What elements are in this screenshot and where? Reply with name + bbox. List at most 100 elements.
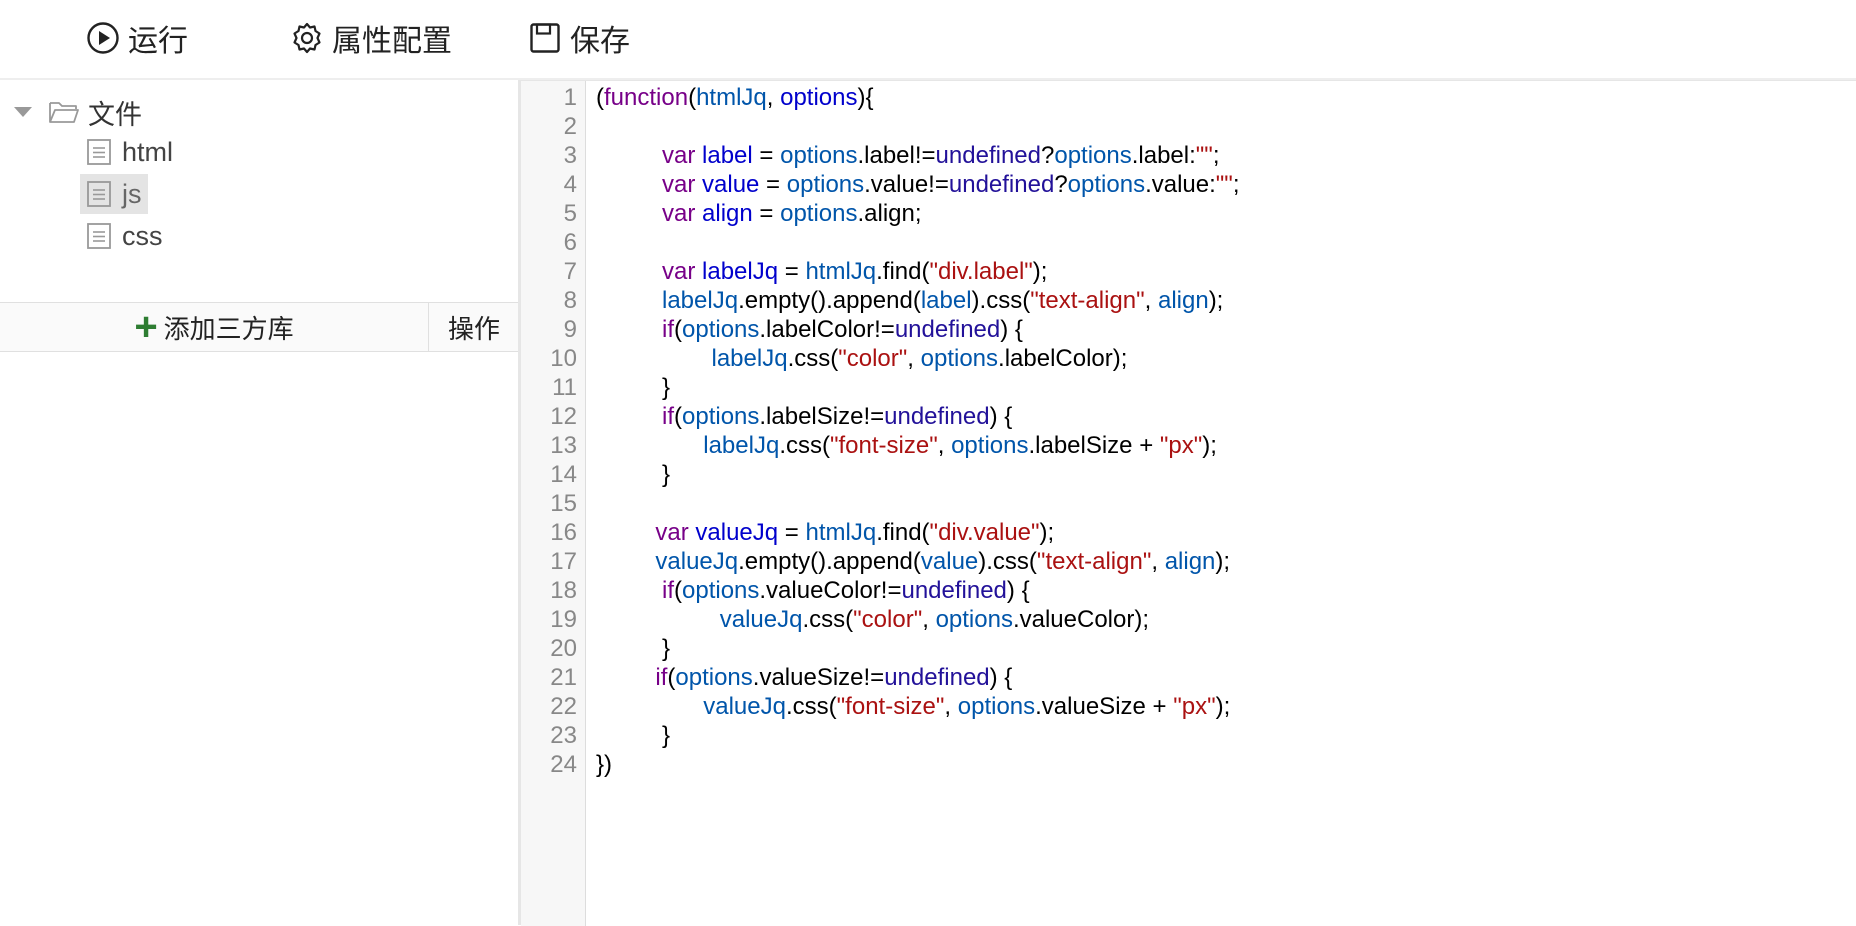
code-text: var labelJq = htmlJq.find("div.label"); [662, 255, 1047, 289]
code-token: valueJq [695, 519, 779, 546]
line-number: 14 [550, 461, 577, 488]
code-token: .label!= [857, 142, 936, 169]
code-token: options [1054, 142, 1132, 169]
code-text: valueJq.empty().append(value).css("text-… [655, 545, 1230, 579]
code-token: "text-align" [1036, 548, 1152, 575]
code-token: .align; [857, 200, 922, 227]
code-token: undefined [894, 316, 1001, 343]
code-text: }) [596, 748, 612, 782]
add-third-party-library-button[interactable]: + 添加三方库 [0, 303, 428, 351]
code-text: valueJq.css("font-size", options.valueSi… [703, 690, 1230, 724]
code-text: (function(htmlJq, options){ [596, 81, 874, 115]
code-token: } [662, 635, 671, 662]
code-text: labelJq.css("font-size", options.labelSi… [703, 429, 1217, 463]
code-token [695, 200, 702, 227]
line-number: 5 [563, 200, 577, 227]
code-token: , [944, 693, 958, 720]
add-library-label: 添加三方库 [163, 313, 294, 344]
code-token: "text-align" [1030, 287, 1145, 314]
code-token: ( [674, 403, 682, 430]
code-token: options [682, 316, 760, 343]
code-token: options [682, 577, 760, 604]
code-text: var align = options.align; [662, 197, 922, 231]
code-text: var value = options.value!=undefined?opt… [662, 168, 1240, 202]
code-token: "px" [1159, 432, 1203, 459]
tree-root-files[interactable]: 文件 [10, 92, 142, 132]
code-token: options [786, 171, 865, 198]
code-token: .empty().append( [738, 287, 921, 314]
save-button[interactable]: 保存 [528, 0, 630, 76]
line-number: 15 [550, 490, 577, 517]
line-number: 1 [563, 84, 577, 111]
code-token: ; [1212, 142, 1220, 169]
run-label: 运行 [128, 25, 188, 58]
code-token: , [1144, 287, 1158, 314]
code-token: "div.label" [929, 258, 1033, 285]
tree-file-label: js [122, 178, 142, 209]
code-token: ); [1032, 258, 1048, 285]
library-bar: + 添加三方库 操作 [0, 302, 518, 352]
properties-config-label: 属性配置 [332, 25, 452, 58]
run-button[interactable]: 运行 [86, 0, 188, 76]
folder-icon [48, 99, 80, 125]
code-token: "color" [853, 606, 923, 633]
code-token: "font-size" [836, 693, 945, 720]
line-number: 16 [550, 519, 577, 546]
code-token: options [951, 432, 1029, 459]
line-number: 3 [563, 142, 577, 169]
line-number: 7 [563, 258, 577, 285]
code-token: if [662, 316, 674, 343]
line-number: 24 [550, 751, 577, 778]
line-number: 21 [550, 664, 577, 691]
code-token: options [780, 200, 858, 227]
code-token: ).css( [971, 287, 1031, 314]
save-icon [528, 21, 562, 55]
operations-button[interactable]: 操作 [428, 303, 519, 351]
code-token: ) { [989, 403, 1013, 430]
code-token: .css( [779, 432, 830, 459]
line-number: 22 [550, 693, 577, 720]
line-number: 8 [563, 287, 577, 314]
code-token: htmlJq [805, 258, 877, 285]
code-token: } [662, 722, 671, 749]
code-token: "" [1215, 171, 1233, 198]
code-token: var [662, 200, 696, 227]
code-token: } [662, 374, 671, 401]
code-text: } [662, 632, 670, 666]
code-token: ) { [989, 664, 1013, 691]
save-label: 保存 [570, 25, 630, 58]
code-token: options [780, 84, 858, 111]
code-token: align [1157, 287, 1209, 314]
file-icon [86, 138, 112, 166]
tree-file-css[interactable]: css [80, 216, 169, 256]
code-token: ); [1215, 693, 1231, 720]
code-token: htmlJq [805, 519, 877, 546]
code-token: if [655, 664, 668, 691]
line-number-gutter [521, 81, 586, 926]
code-token: valueJq [719, 606, 803, 633]
gear-icon [290, 21, 324, 55]
code-token: .css( [802, 606, 854, 633]
code-token: "px" [1173, 693, 1216, 720]
code-token: ( [674, 316, 682, 343]
tree-file-html[interactable]: html [80, 132, 179, 172]
plus-icon: + [134, 305, 158, 349]
code-token: = [752, 200, 781, 227]
code-token: "div.value" [929, 519, 1040, 546]
code-token: align [1164, 548, 1216, 575]
code-token: ? [1040, 142, 1055, 169]
line-number: 12 [550, 403, 577, 430]
code-token: options [935, 606, 1013, 633]
code-token: if [662, 403, 674, 430]
properties-config-button[interactable]: 属性配置 [290, 0, 452, 76]
code-text: } [662, 371, 670, 405]
code-token: , [1151, 548, 1165, 575]
code-token: .css( [787, 345, 839, 372]
code-token: ? [1054, 171, 1068, 198]
code-token: = [778, 258, 806, 285]
caret-down-icon[interactable] [14, 107, 32, 117]
code-text: if(options.valueColor!=undefined) { [662, 574, 1030, 608]
tree-file-js[interactable]: js [80, 174, 148, 214]
code-token: options [682, 403, 760, 430]
